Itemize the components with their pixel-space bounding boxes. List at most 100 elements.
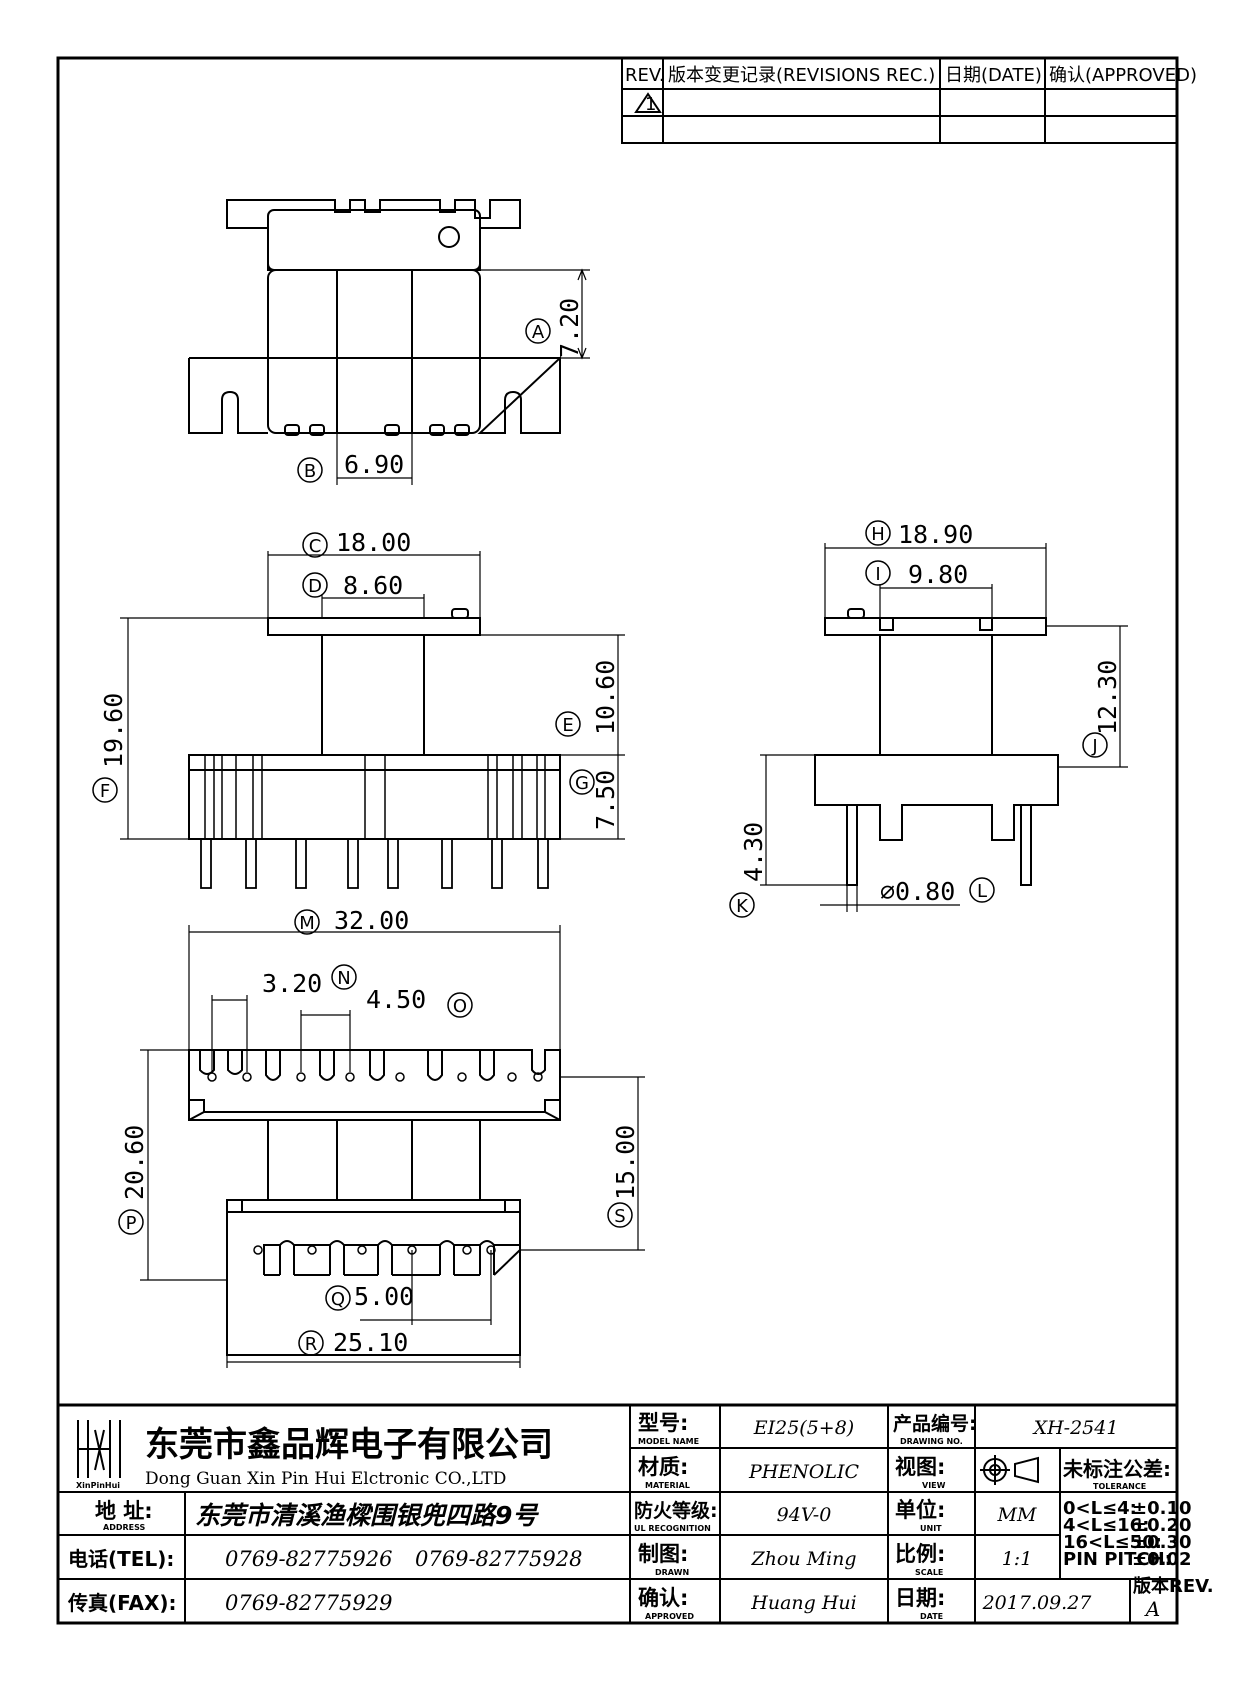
side-view: [760, 543, 1128, 912]
svg-text:DRAWING NO.: DRAWING NO.: [900, 1437, 963, 1446]
projection-symbol-icon: [980, 1455, 1039, 1485]
svg-text:J: J: [1091, 736, 1097, 757]
svg-text:型号:: 型号:: [638, 1411, 688, 1435]
tel-value-1: 0769-82775926: [225, 1547, 392, 1571]
svg-text:6.90: 6.90: [344, 450, 404, 479]
dim-n: 3.20 N: [262, 964, 357, 998]
drawn-value: Zhou Ming: [750, 1548, 856, 1570]
svg-text:日期:: 日期:: [895, 1586, 945, 1610]
svg-text:A: A: [532, 322, 545, 343]
svg-text:4.50: 4.50: [366, 985, 426, 1014]
svg-text:E: E: [562, 715, 573, 736]
approved-col-header: 确认(APPROVED): [1049, 65, 1197, 86]
svg-text:1: 1: [645, 94, 656, 115]
scale-value: 1:1: [1002, 1548, 1033, 1570]
svg-text:VIEW: VIEW: [922, 1481, 946, 1490]
svg-text:N: N: [337, 968, 350, 989]
record-col-header: 版本变更记录(REVISIONS REC.): [668, 65, 935, 86]
fax-label: 传真(FAX):: [67, 1591, 177, 1615]
svg-text:比例:: 比例:: [895, 1542, 945, 1566]
dim-o: 4.50 O: [366, 985, 473, 1018]
dim-j: J 12.30: [1082, 660, 1122, 758]
approved-value: Huang Hui: [750, 1592, 856, 1614]
svg-text:B: B: [304, 461, 316, 482]
dim-d: D 8.60: [302, 571, 403, 600]
date-value: 2017.09.27: [982, 1592, 1093, 1614]
svg-text:单位:: 单位:: [895, 1498, 945, 1522]
svg-text:20.60: 20.60: [120, 1125, 149, 1200]
date-col-header: 日期(DATE): [945, 65, 1042, 86]
dim-a: A 7.20: [525, 298, 584, 358]
svg-text:⌀0.80: ⌀0.80: [880, 877, 955, 906]
svg-text:0<L≤4:: 0<L≤4:: [1063, 1498, 1137, 1519]
svg-text:18.00: 18.00: [336, 528, 411, 557]
drawing-no-value: XH-2541: [1032, 1417, 1119, 1439]
dim-b: B 6.90: [297, 450, 404, 483]
svg-text:5.00: 5.00: [354, 1282, 414, 1311]
svg-text:M: M: [299, 913, 315, 934]
svg-text:±0.10: ±0.10: [1132, 1498, 1192, 1519]
svg-text:25.10: 25.10: [333, 1328, 408, 1357]
front-view: [120, 551, 625, 889]
tel-value-2: 0769-82775928: [415, 1547, 582, 1571]
svg-text:I: I: [875, 564, 880, 585]
fire-value: 94V-0: [777, 1504, 832, 1526]
material-value: PHENOLIC: [748, 1461, 860, 1483]
tel-label: 电话(TEL):: [68, 1547, 174, 1571]
svg-text:7.50: 7.50: [591, 770, 620, 830]
svg-text:15.00: 15.00: [611, 1125, 640, 1200]
svg-text:材质:: 材质:: [638, 1455, 688, 1479]
svg-text:APPROVED: APPROVED: [645, 1612, 694, 1621]
svg-text:MODEL NAME: MODEL NAME: [638, 1437, 699, 1446]
bottom-view: [140, 925, 645, 1368]
svg-text:3.20: 3.20: [262, 969, 322, 998]
svg-text:PIN PITCH:: PIN PITCH:: [1063, 1549, 1172, 1570]
svg-text:DATE: DATE: [920, 1612, 943, 1621]
svg-text:4<L≤16:: 4<L≤16:: [1063, 1515, 1149, 1536]
address-label: 地 址:: [95, 1499, 153, 1523]
revision-table: REV. 版本变更记录(REVISIONS REC.) 日期(DATE) 确认(…: [621, 57, 1197, 144]
svg-text:H: H: [871, 524, 885, 545]
dim-p: P 20.60: [118, 1125, 149, 1235]
company-name-cn: 东莞市鑫品辉电子有限公司: [145, 1425, 553, 1465]
svg-text:P: P: [126, 1213, 137, 1234]
rev-col-header: REV.: [625, 65, 665, 86]
dim-l: ⌀0.80 L: [880, 877, 995, 906]
svg-text:C: C: [309, 536, 322, 557]
svg-text:±0.20: ±0.20: [1132, 1515, 1192, 1536]
svg-text:产品编号:: 产品编号:: [893, 1412, 977, 1435]
svg-text:MATERIAL: MATERIAL: [645, 1481, 690, 1490]
svg-text:SCALE: SCALE: [915, 1568, 943, 1577]
svg-text:O: O: [453, 996, 467, 1017]
company-name-en: Dong Guan Xin Pin Hui Elctronic CO.,LTD: [145, 1469, 506, 1489]
dimension-labels: A 7.20 B 6.90 C 18.00 D 8.60 E 10.60: [92, 298, 1122, 1357]
svg-text:防火等级:: 防火等级:: [634, 1499, 718, 1522]
svg-text:TOLERANCE: TOLERANCE: [1093, 1482, 1146, 1491]
svg-text:D: D: [308, 576, 322, 597]
dim-f: F 19.60: [92, 693, 128, 803]
svg-text:版本REV.: 版本REV.: [1133, 1575, 1214, 1597]
svg-text:XinPinHui: XinPinHui: [76, 1481, 120, 1490]
dim-k: K 4.30: [729, 822, 768, 918]
svg-text:9.80: 9.80: [908, 560, 968, 589]
svg-text:±0.30: ±0.30: [1132, 1532, 1192, 1553]
svg-text:16<L≤50:: 16<L≤50:: [1063, 1532, 1162, 1553]
svg-text:±0.02: ±0.02: [1132, 1549, 1192, 1570]
top-view: [188, 199, 590, 485]
dim-i: I 9.80: [865, 560, 968, 589]
svg-text:UNIT: UNIT: [920, 1524, 942, 1533]
svg-text:10.60: 10.60: [591, 660, 620, 735]
svg-text:确认:: 确认:: [638, 1586, 688, 1610]
svg-text:ADDRESS: ADDRESS: [103, 1523, 146, 1532]
dim-c: C 18.00: [302, 528, 411, 558]
svg-text:R: R: [305, 1334, 318, 1355]
svg-text:12.30: 12.30: [1093, 660, 1122, 735]
version-value: A: [1144, 1597, 1160, 1621]
unit-value: MM: [997, 1504, 1037, 1526]
title-block: XinPinHui 东莞市鑫品辉电子有限公司 Dong Guan Xin Pin…: [56, 1403, 1214, 1625]
revision-triangle-icon: 1: [634, 92, 662, 115]
company-logo: XinPinHui: [76, 1420, 121, 1490]
dim-s: S 15.00: [607, 1125, 640, 1228]
svg-text:DRAWN: DRAWN: [655, 1568, 689, 1577]
svg-text:UL RECOGNITION: UL RECOGNITION: [634, 1524, 711, 1533]
